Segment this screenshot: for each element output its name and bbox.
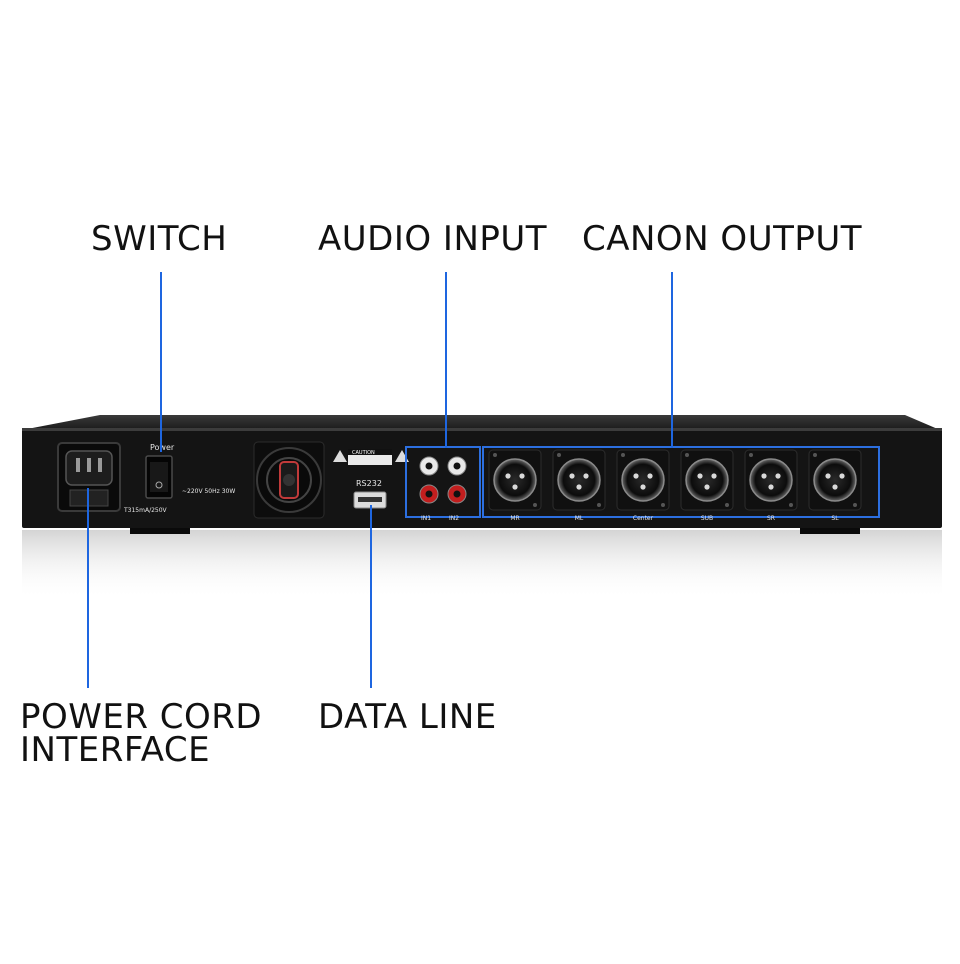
output-label-1: ML (575, 515, 584, 522)
voltage-label: ~220V 50Hz 30W (182, 488, 235, 495)
data-line-callout: DATA LINE (318, 697, 497, 737)
xlr-output-0 (488, 449, 542, 511)
chassis-lid (22, 415, 940, 430)
switch-callout: SWITCH (91, 219, 228, 259)
power-cord-callout-line (87, 488, 89, 688)
output-labels: MR ML Center SUB SR SL (510, 515, 839, 522)
canon-output-highlight (482, 446, 880, 518)
input-label-in1: IN1 (421, 515, 431, 522)
power-cord-callout-line2: INTERFACE (20, 730, 211, 770)
power-inlet (57, 442, 121, 512)
audio-input-callout: AUDIO INPUT (318, 219, 548, 259)
canon-output-callout-line (671, 272, 673, 448)
rca-jacks (419, 456, 467, 504)
input-label-in2: IN2 (449, 515, 459, 522)
power-switch (145, 455, 173, 499)
xlr-output-3 (680, 449, 734, 511)
foot-left (130, 528, 190, 534)
switch-callout-line (160, 272, 162, 452)
xlr-output-4 (744, 449, 798, 511)
data-line-callout-line (370, 505, 372, 688)
caution-sticker (333, 449, 409, 465)
output-label-5: SL (831, 515, 839, 522)
output-label-0: MR (510, 515, 519, 522)
cooling-fan (253, 441, 325, 519)
floor-reflection (22, 530, 942, 600)
canon-output-callout: CANON OUTPUT (582, 219, 863, 259)
caution-label: CAUTION (352, 450, 375, 456)
output-label-2: Center (633, 515, 654, 522)
output-label-4: SR (767, 515, 775, 522)
power-switch-label: Power (150, 443, 175, 452)
audio-input-callout-line (445, 272, 447, 448)
xlr-output-2 (616, 449, 670, 511)
rs232-label: RS232 (356, 479, 382, 488)
audio-input-highlight (405, 446, 481, 518)
xlr-output-1 (552, 449, 606, 511)
foot-right (800, 528, 860, 534)
fuse-label: T315mA/250V (123, 507, 168, 514)
xlr-connectors (488, 449, 862, 511)
xlr-output-5 (808, 449, 862, 511)
power-cord-callout-line1: POWER CORD (20, 697, 263, 737)
output-label-3: SUB (701, 515, 713, 522)
